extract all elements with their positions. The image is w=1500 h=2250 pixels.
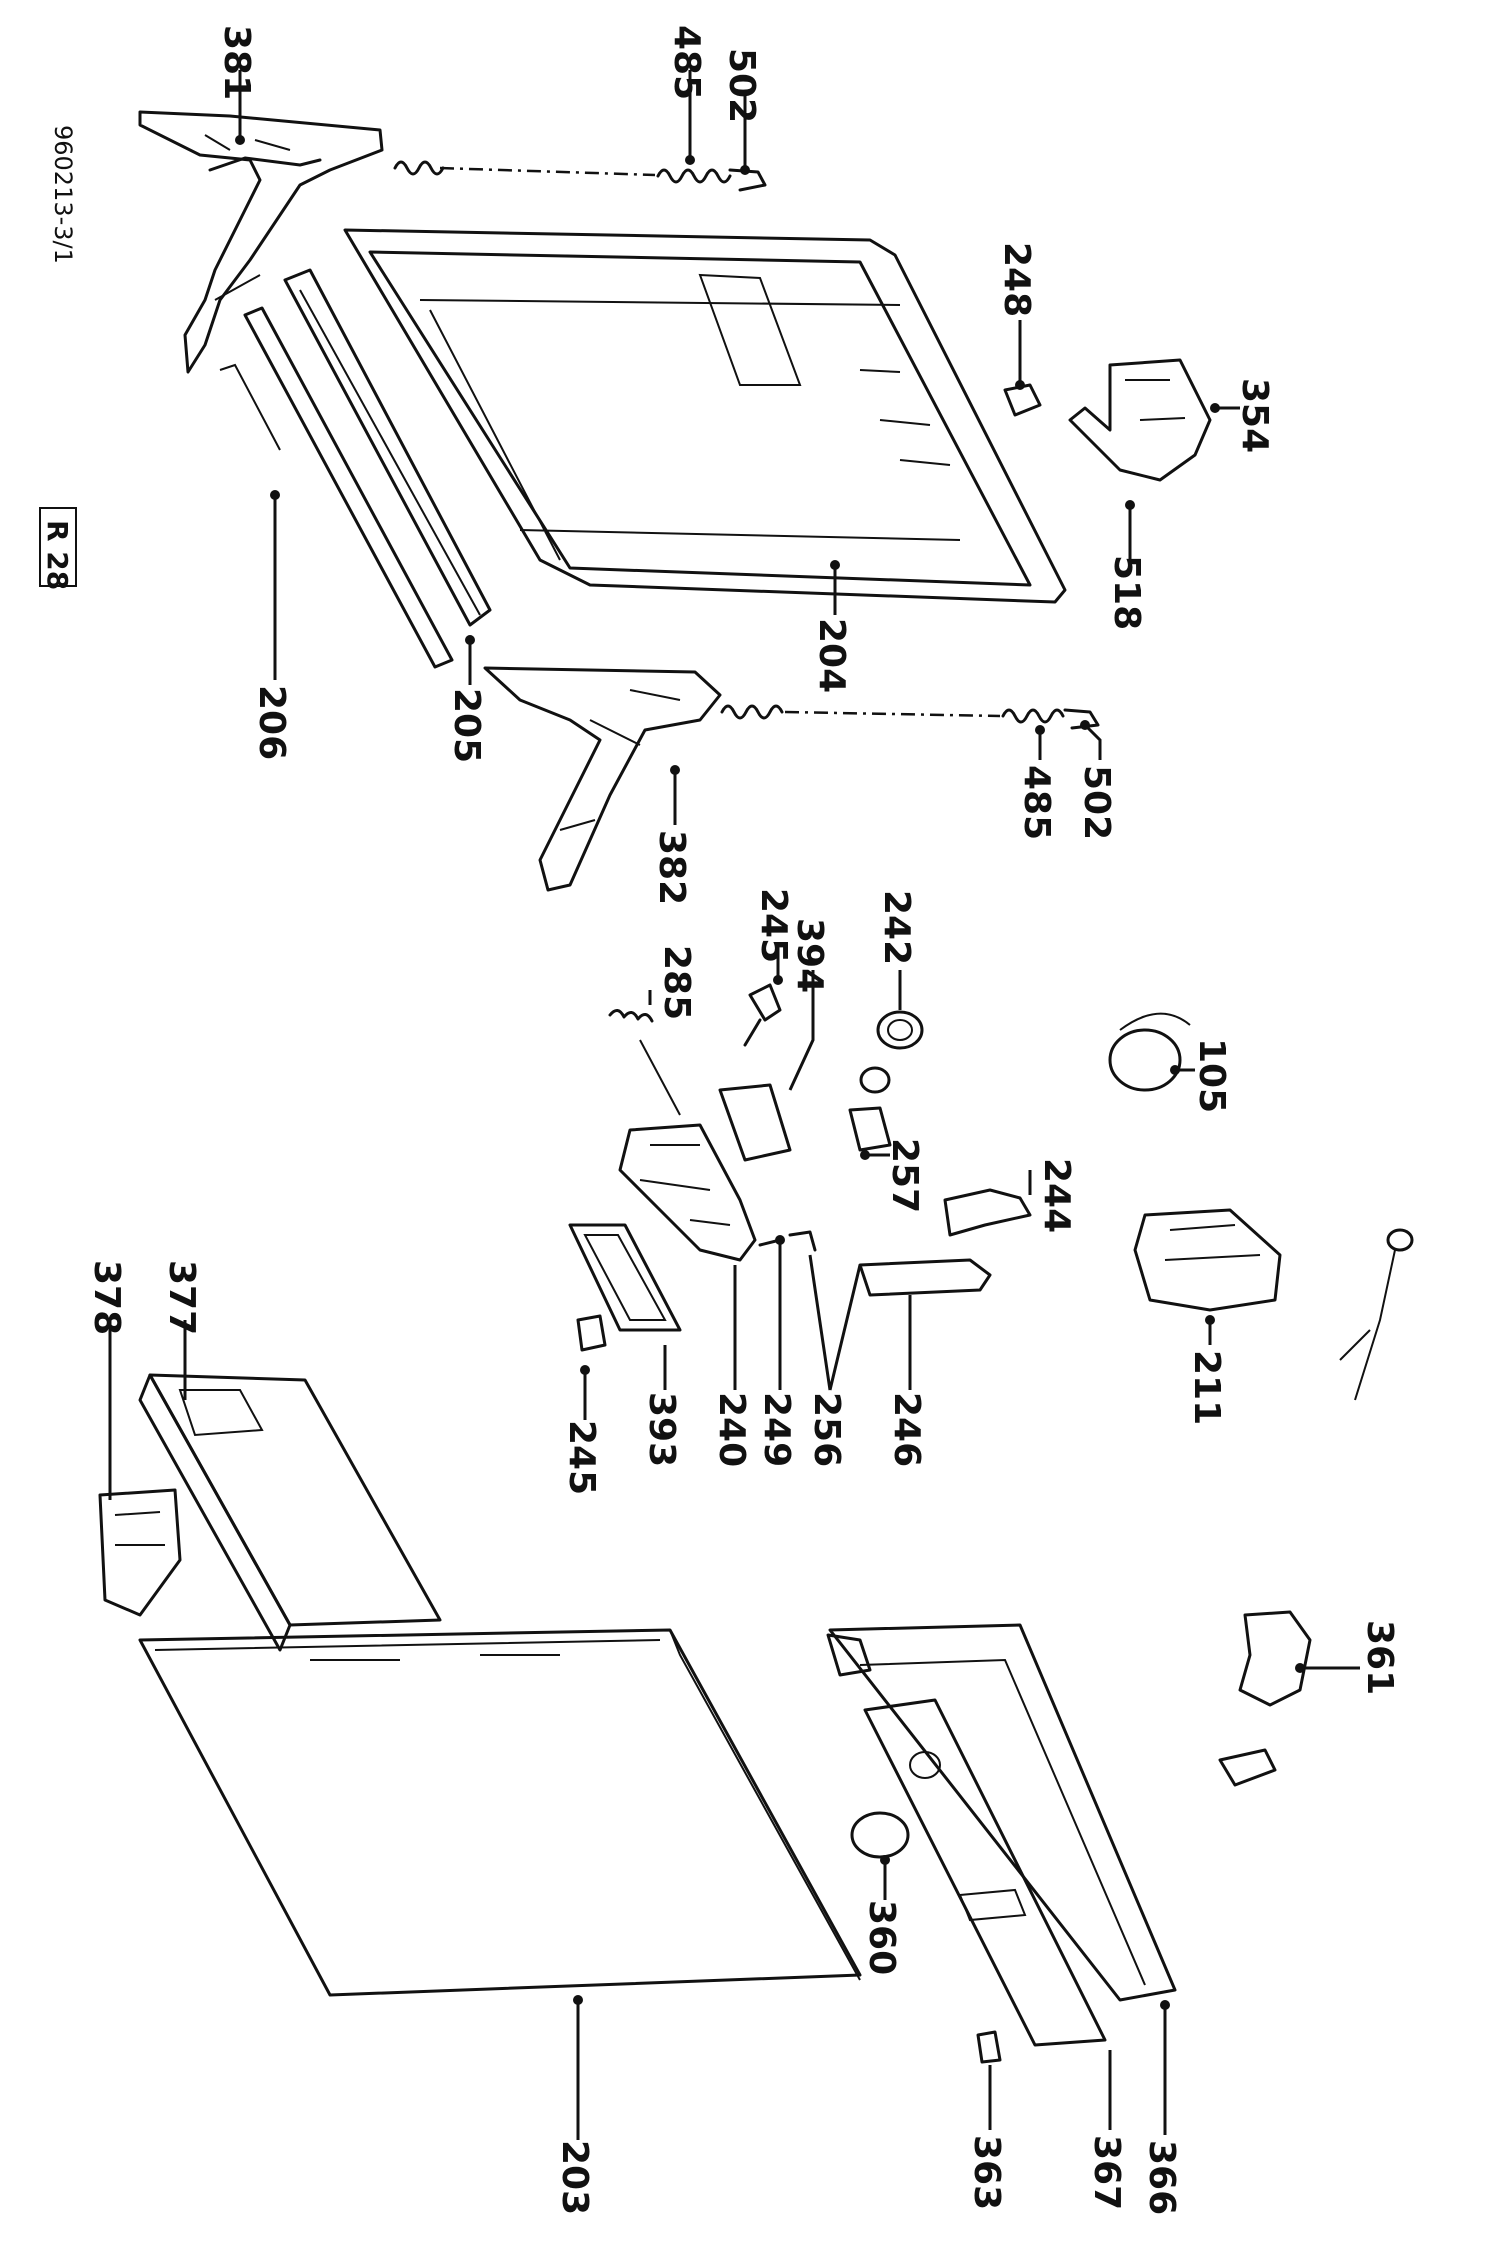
spring-top xyxy=(393,160,767,192)
part-label-246: 246 xyxy=(886,1392,927,1467)
drawing-id: 960213-3/1 xyxy=(49,125,77,264)
part-label-244: 244 xyxy=(1036,1158,1077,1233)
part-label-382: 382 xyxy=(651,830,692,905)
lever-246 xyxy=(858,1258,992,1297)
panel-377 xyxy=(138,1373,442,1652)
part-label-360: 360 xyxy=(861,1900,902,1975)
sensor-cable xyxy=(1339,1228,1414,1401)
latch-354 xyxy=(1068,358,1212,482)
part-label-502a: 502 xyxy=(721,48,762,123)
fascia-367 xyxy=(863,1698,1107,2047)
bracket-378 xyxy=(98,1488,182,1617)
dispenser-240 xyxy=(618,1123,757,1262)
part-label-203: 203 xyxy=(554,2140,595,2215)
part-label-204: 204 xyxy=(811,618,852,693)
screw-249 xyxy=(758,1230,817,1252)
part-label-105: 105 xyxy=(1191,1038,1232,1113)
part-label-256: 256 xyxy=(806,1392,847,1467)
part-label-249: 249 xyxy=(756,1392,797,1467)
seal-393 xyxy=(568,1223,682,1332)
part-257 xyxy=(848,1106,892,1152)
page-code: R 28 xyxy=(41,520,74,590)
part-label-518: 518 xyxy=(1106,555,1147,630)
part-label-377: 377 xyxy=(161,1260,202,1335)
lid-394 xyxy=(718,1083,792,1162)
part-label-381: 381 xyxy=(216,25,257,100)
screw-245-top xyxy=(743,983,782,1047)
hinge-382 xyxy=(483,666,722,892)
part-label-211: 211 xyxy=(1186,1350,1227,1425)
part-label-245a: 245 xyxy=(753,888,794,963)
part-label-205: 205 xyxy=(446,688,487,763)
part-label-378: 378 xyxy=(86,1260,127,1335)
part-label-485a: 485 xyxy=(666,25,707,100)
part-label-245b: 245 xyxy=(561,1420,602,1495)
spring-lower xyxy=(720,704,1100,730)
hinge-381 xyxy=(138,110,384,374)
part-label-354: 354 xyxy=(1234,378,1275,453)
knob-360 xyxy=(850,1811,910,1859)
spring-285 xyxy=(608,1009,681,1116)
seal-206 xyxy=(219,306,454,669)
page-code-box: R 28 xyxy=(39,507,77,590)
part-label-366: 366 xyxy=(1141,2140,1182,2215)
part-label-248: 248 xyxy=(996,242,1037,317)
knob-105 xyxy=(1108,1012,1191,1092)
switch-211 xyxy=(1133,1208,1282,1312)
part-label-367: 367 xyxy=(1086,2135,1127,2210)
part-label-502b: 502 xyxy=(1076,765,1117,840)
part-label-240: 240 xyxy=(711,1392,752,1467)
door-panel-203 xyxy=(138,1628,862,1997)
part-label-285: 285 xyxy=(656,945,697,1020)
part-label-394: 394 xyxy=(789,918,830,993)
lever-244 xyxy=(943,1188,1032,1237)
part-label-485b: 485 xyxy=(1016,765,1057,840)
button-363 xyxy=(976,2030,1002,2064)
clip-248 xyxy=(1003,383,1042,417)
part-label-393: 393 xyxy=(641,1392,682,1467)
part-label-363: 363 xyxy=(966,2135,1007,2210)
screw-245-bottom xyxy=(576,1314,607,1352)
ring-242 xyxy=(859,1010,924,1094)
door-frame-204 xyxy=(343,228,1067,604)
latch-361 xyxy=(1218,1610,1312,1787)
strip-205 xyxy=(283,268,492,627)
part-label-206: 206 xyxy=(251,685,292,760)
part-label-242: 242 xyxy=(876,890,917,965)
part-label-361: 361 xyxy=(1359,1620,1400,1695)
part-label-257: 257 xyxy=(884,1138,925,1213)
